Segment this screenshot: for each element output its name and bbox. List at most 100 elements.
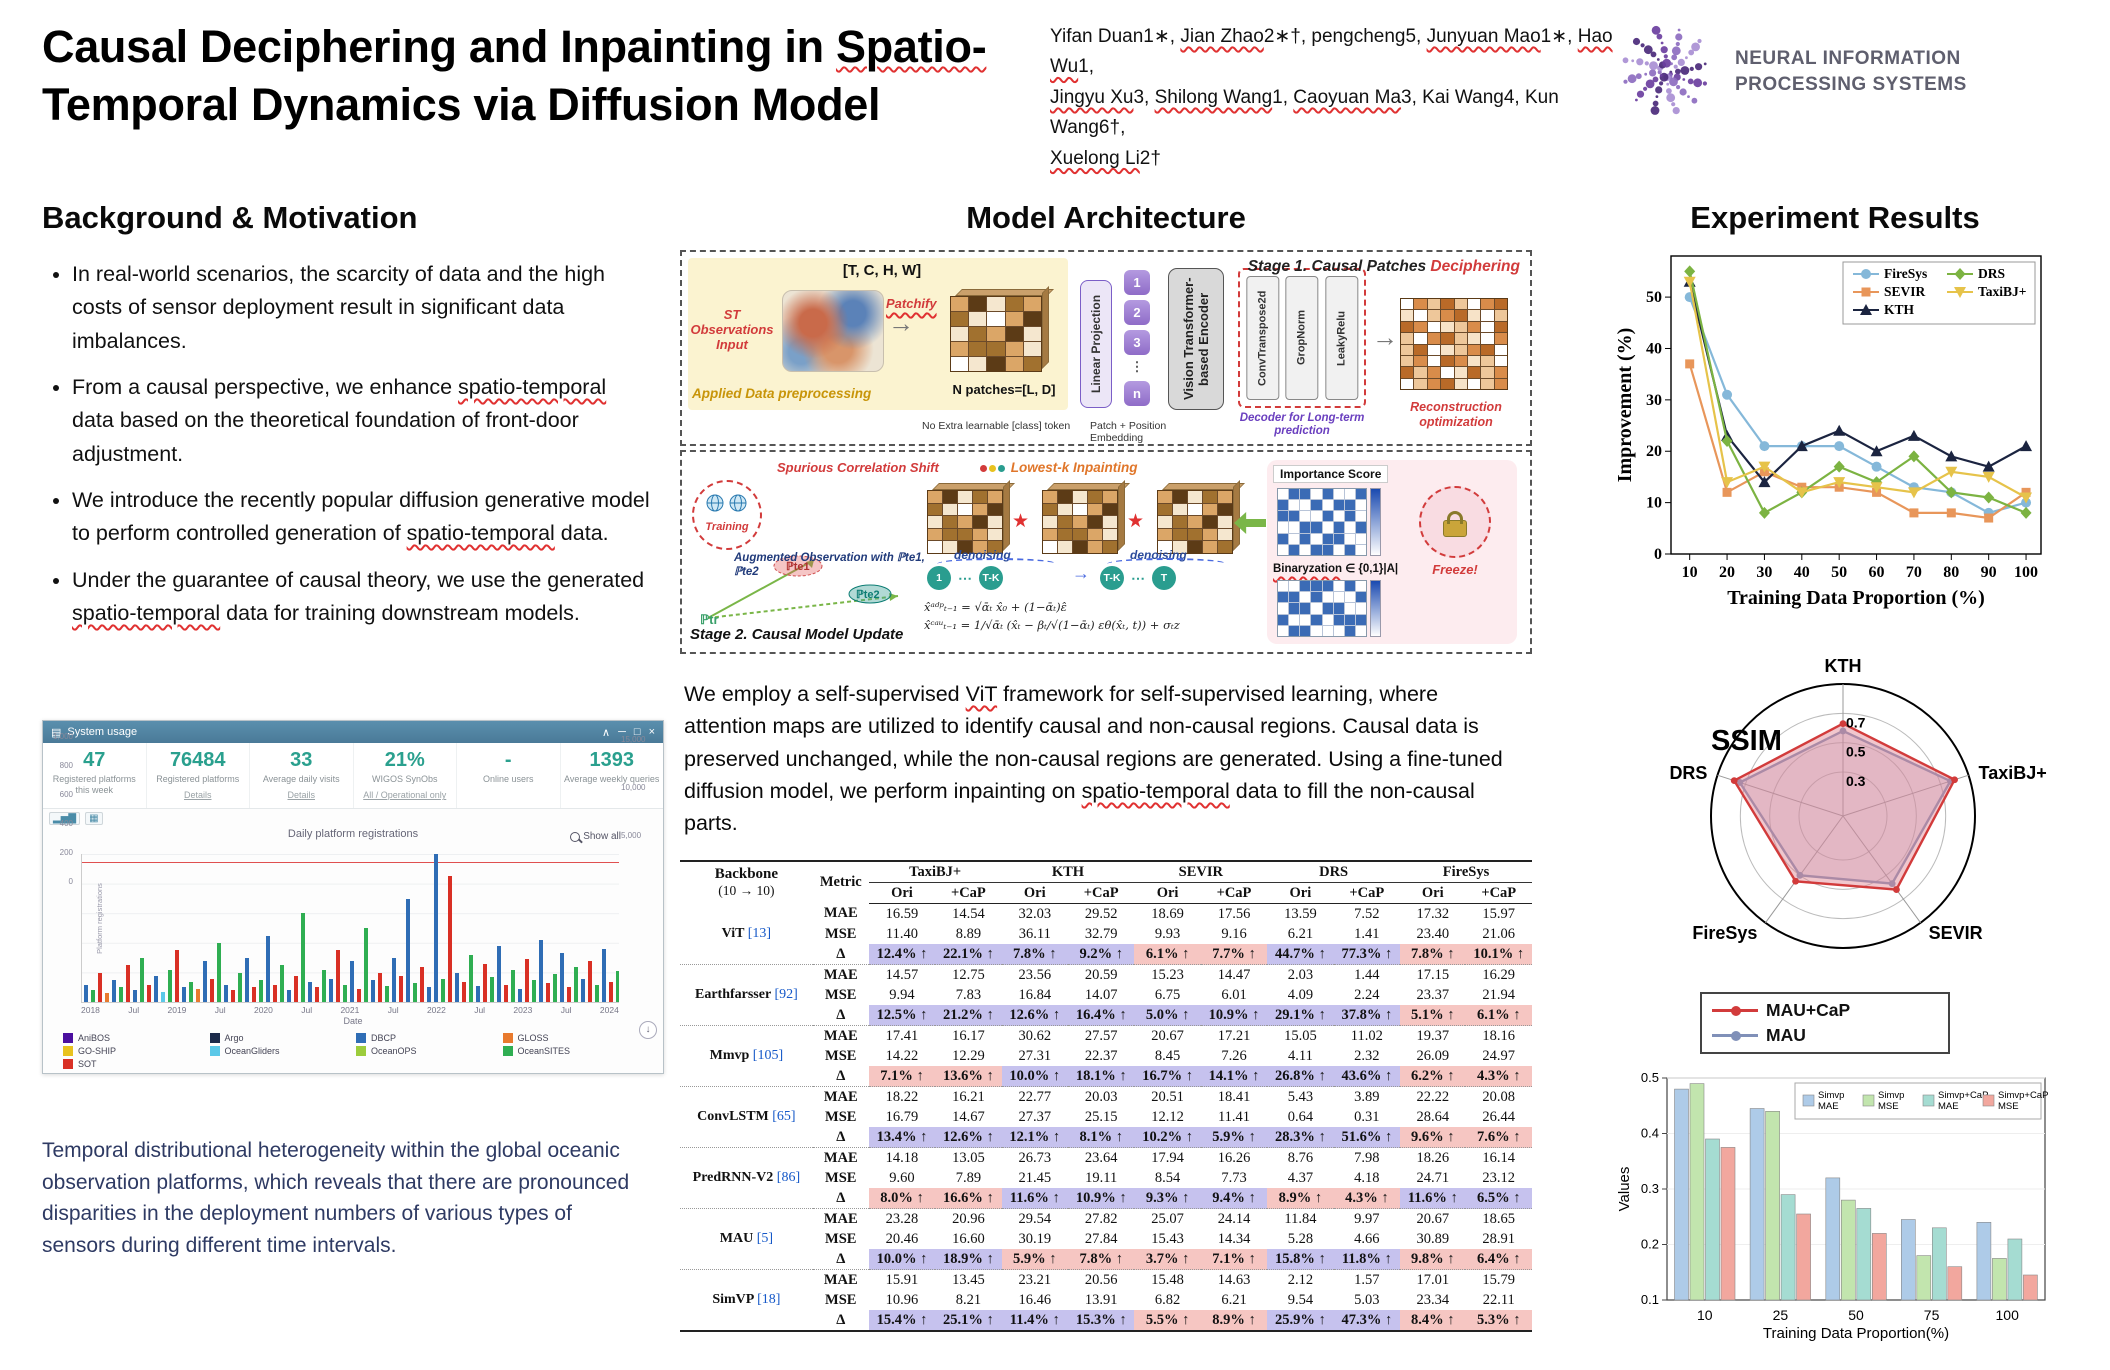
radar-ring-label: 0.7 [1846,714,1866,730]
marker [1907,429,1920,441]
grid-cell [1333,544,1344,555]
legend-label: SOT [78,1059,97,1070]
bar-chart-icon[interactable]: ▂▅▇ [49,812,81,826]
value-cell: 16.14 [1465,1147,1532,1168]
value-cell: 21.94 [1482,986,1516,1003]
mini-bar [280,965,284,1003]
value-cell: 4.66 [1354,1230,1380,1247]
y-tick-label: 0.3 [1641,1181,1659,1196]
span: Show all [583,831,621,842]
stat-link[interactable]: All / Operational only [363,790,447,801]
delta-cell: 22.1% ↑ [935,944,1002,965]
backbone-cell: PredRNN-V2 [86] [680,1147,813,1209]
patch-token: ⋮ [1130,359,1144,374]
grid-cell [1311,522,1322,533]
backbone-cell: ConvLSTM [65] [680,1086,813,1148]
grid-cell [1300,522,1311,533]
cube-cell [943,516,957,528]
cube-cell [1005,342,1023,356]
window-control-button[interactable]: ∧ [602,726,611,739]
delta-cell: 10.0% ↑ [1001,1066,1068,1087]
citation-link[interactable]: [105] [752,1048,784,1063]
window-control-button[interactable]: ─ [618,725,626,738]
mini-bar [553,974,557,1003]
citation-link[interactable]: [18] [757,1292,781,1307]
mini-bar [504,984,508,1003]
window-control-button[interactable]: × [648,725,655,738]
cube-cell [1188,516,1202,528]
stat-link[interactable]: Details [287,790,315,801]
grid-cell [1355,625,1366,636]
radar-polygon [1738,729,1953,885]
cube-cell [1088,491,1102,503]
citation-link[interactable]: [13] [747,925,772,941]
value-cell: 9.97 [1333,1208,1401,1229]
equation-adp: x̂ᵃᵈᵖₜ₋₁ = √ᾱₜ x̂₀ + (1−ᾱₜ)ε̂ [924,600,1067,614]
marker [1722,487,1732,497]
logo-dot [1645,79,1655,89]
y-tick: 15,000 [621,735,646,744]
cube-cell [1414,299,1427,310]
y-tick: 0 [68,877,73,886]
value-cell: 27.57 [1067,1025,1135,1046]
download-button[interactable]: ↓ [639,1021,657,1039]
cube-cell [958,528,972,541]
citation-link[interactable]: [65] [772,1109,796,1124]
grid-cell [1333,625,1344,636]
mini-chart-plot: Platform registrations [81,854,619,1004]
delta-cell: 6.2% ↑ [1400,1066,1466,1087]
stat-link[interactable]: Details [183,790,212,801]
x-tick-label: 60 [1869,564,1885,581]
bar [1749,1108,1765,1301]
cube-cell [928,541,942,553]
arrow-right-icon: → [1072,563,1090,583]
cube-cell [1073,541,1087,553]
authors: Yifan Duan1∗, Jian Zhao2∗†, pengcheng5, … [1050,22,1630,174]
marker [1984,513,1994,523]
col-metric: Metric [819,874,862,891]
bullet-item: In real-world scenarios, the scarcity of… [72,258,652,358]
cube-cell [1494,355,1507,367]
citation-link[interactable]: [86] [776,1170,801,1185]
value-cell: 5.03 [1354,1291,1380,1308]
marker [1945,450,1958,462]
grid-cell [1278,511,1289,522]
grid-cell [1278,603,1289,614]
mini-bar [567,987,571,1003]
citation-link[interactable]: [5] [756,1231,774,1246]
col-group: DRS [1267,861,1401,883]
value-cell: 27.82 [1067,1208,1135,1229]
cube-cell [1427,299,1441,310]
grid-cell [1344,522,1355,533]
logo-dot [1656,58,1660,61]
citation-link[interactable]: [92] [774,987,798,1002]
cube-cell [1494,378,1507,389]
value-cell: 9.60 [889,1169,915,1186]
span: Jingyu Xu [1050,86,1134,108]
cube-cell [1494,299,1507,310]
grid-cell [1300,603,1311,614]
logo-dot [1627,74,1637,84]
value-cell: 3.89 [1333,1086,1401,1107]
grid-cell [1333,614,1344,625]
mini-bar [175,950,179,1003]
marker [1871,461,1882,472]
span: Lowest-k Inpainting [1010,460,1138,475]
div [1233,479,1240,551]
marker [1795,440,1808,452]
value-cell: 6.01 [1221,986,1247,1003]
y-tick-label: 20 [1646,443,1662,460]
mini-bar [490,977,494,1003]
map-view-icon[interactable]: ▦ [85,812,103,826]
logo-dot [1691,97,1698,104]
mini-bar [511,969,515,1003]
logo-dot [1687,95,1690,98]
window-control-button[interactable]: □ [633,725,641,738]
show-all-button[interactable]: Show all [570,831,621,842]
cube-cell [1454,310,1467,321]
patch-position-label: Patch + Position Embedding [1090,420,1167,444]
